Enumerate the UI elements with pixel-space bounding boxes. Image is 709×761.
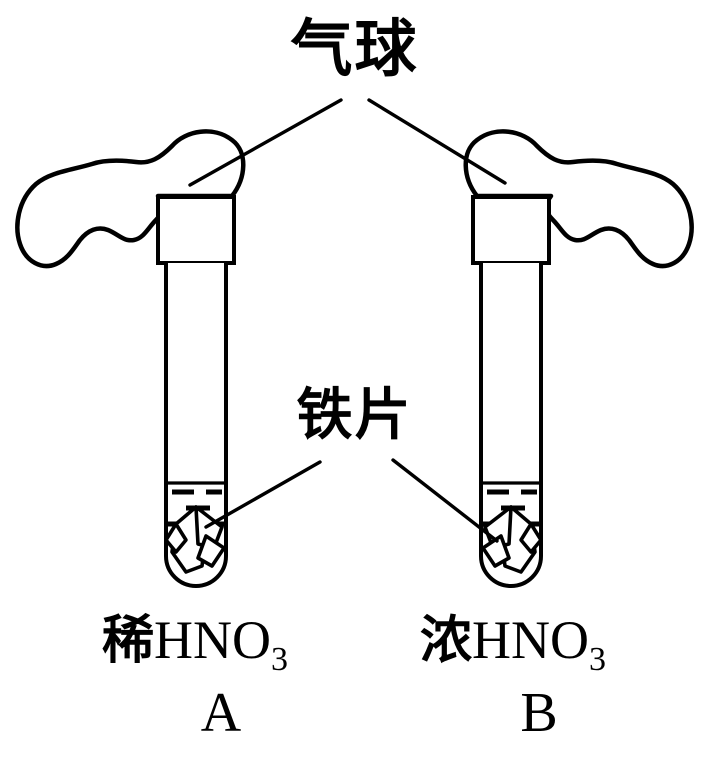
caption-b-reagent-formula: HNO xyxy=(472,610,589,670)
balloon-icon-left xyxy=(15,129,246,269)
apparatus-tube-a xyxy=(15,129,246,588)
balloon-neck-collar-right xyxy=(471,195,551,265)
test-tube-body-left xyxy=(164,263,228,588)
balloon-label: 气球 xyxy=(290,12,419,85)
caption-b-reagent-cn: 浓 xyxy=(419,611,472,671)
caption-a-reagent-cn: 稀 xyxy=(101,611,154,671)
caption-a-reagent-subscript: 3 xyxy=(271,641,288,678)
leader-line-icon-balloon-left xyxy=(188,98,343,187)
caption-tube-b: 浓HNO3 B xyxy=(358,598,668,745)
caption-b-letter: B xyxy=(520,682,558,744)
iron-piece-icon-left xyxy=(164,505,226,574)
apparatus-tube-b xyxy=(463,129,694,588)
caption-b-reagent-subscript: 3 xyxy=(589,641,606,678)
leader-line-icon-iron-right xyxy=(391,458,499,543)
balloon-neck-collar-left xyxy=(156,195,236,265)
leader-line-icon-balloon-right xyxy=(367,98,507,185)
test-tube-body-right xyxy=(479,263,543,588)
leader-line-icon-iron-left xyxy=(204,460,322,529)
caption-tube-a: 稀HNO3 A xyxy=(40,598,350,745)
caption-a-reagent-formula: HNO xyxy=(154,610,271,670)
iron-label: 铁片 xyxy=(296,383,413,448)
leader-lines xyxy=(188,98,507,543)
caption-a-letter: A xyxy=(200,682,242,744)
balloon-icon-right xyxy=(463,129,694,269)
